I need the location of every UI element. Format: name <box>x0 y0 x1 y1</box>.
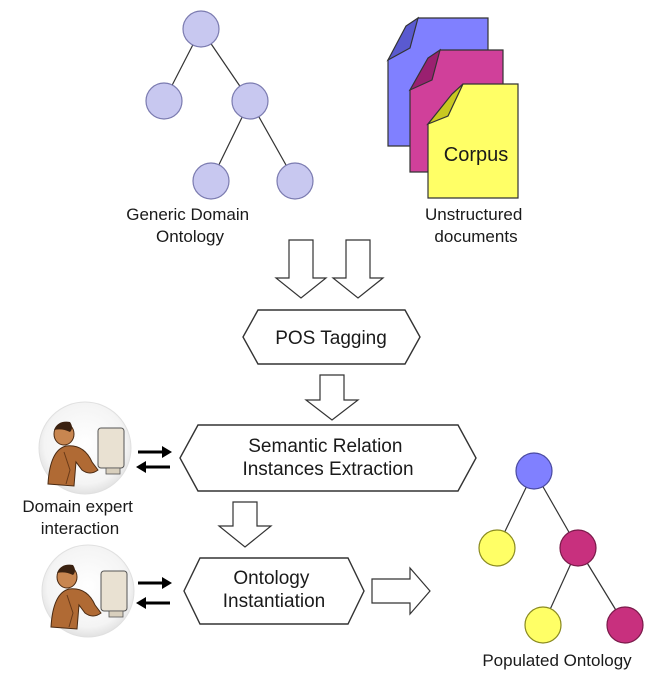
down-arrow-left <box>274 239 328 299</box>
block-arrow-icon <box>304 374 360 421</box>
pos-tagging-label: POS Tagging <box>275 328 387 349</box>
populated-node-left <box>478 529 516 567</box>
interaction-arrows-icon <box>136 577 172 609</box>
relation-extraction-step: Semantic Relation Instances Extraction <box>179 424 477 492</box>
relation-extraction-label: Semantic Relation Instances Extraction <box>242 436 413 480</box>
expert-label: Domain expert interaction <box>22 497 137 538</box>
instantiation-label: Ontology Instantiation <box>223 568 325 612</box>
person-at-computer-icon <box>41 544 135 638</box>
generic-node-bottom-left <box>192 162 230 200</box>
generic-ontology-tree-icon <box>145 10 314 200</box>
document-stack-icon <box>386 16 519 199</box>
generic-ontology-label: Generic Domain Ontology <box>126 205 254 246</box>
person-at-computer-icon <box>38 401 132 495</box>
interaction-arrows-icon <box>136 446 172 473</box>
generic-node-left <box>145 82 183 120</box>
block-arrow-icon <box>217 501 273 548</box>
double-arrow-icon <box>274 239 385 299</box>
documents-label: Unstructured documents <box>425 205 527 246</box>
generic-node-root <box>182 10 220 48</box>
generic-node-bottom-right <box>276 162 314 200</box>
populated-node-bottom-right <box>606 606 644 644</box>
pos-tagging-step: POS Tagging <box>242 309 421 365</box>
populated-node-right <box>559 529 597 567</box>
down-arrow-right <box>331 239 385 299</box>
populated-ontology-tree-icon <box>478 452 644 644</box>
corpus-label: Corpus <box>444 144 508 166</box>
right-arrow-icon <box>371 566 431 616</box>
populated-node-root <box>515 452 553 490</box>
populated-node-bottom-left <box>524 606 562 644</box>
instantiation-step: Ontology Instantiation <box>183 557 365 625</box>
populated-ontology-label: Populated Ontology <box>482 651 632 670</box>
generic-node-right <box>231 82 269 120</box>
